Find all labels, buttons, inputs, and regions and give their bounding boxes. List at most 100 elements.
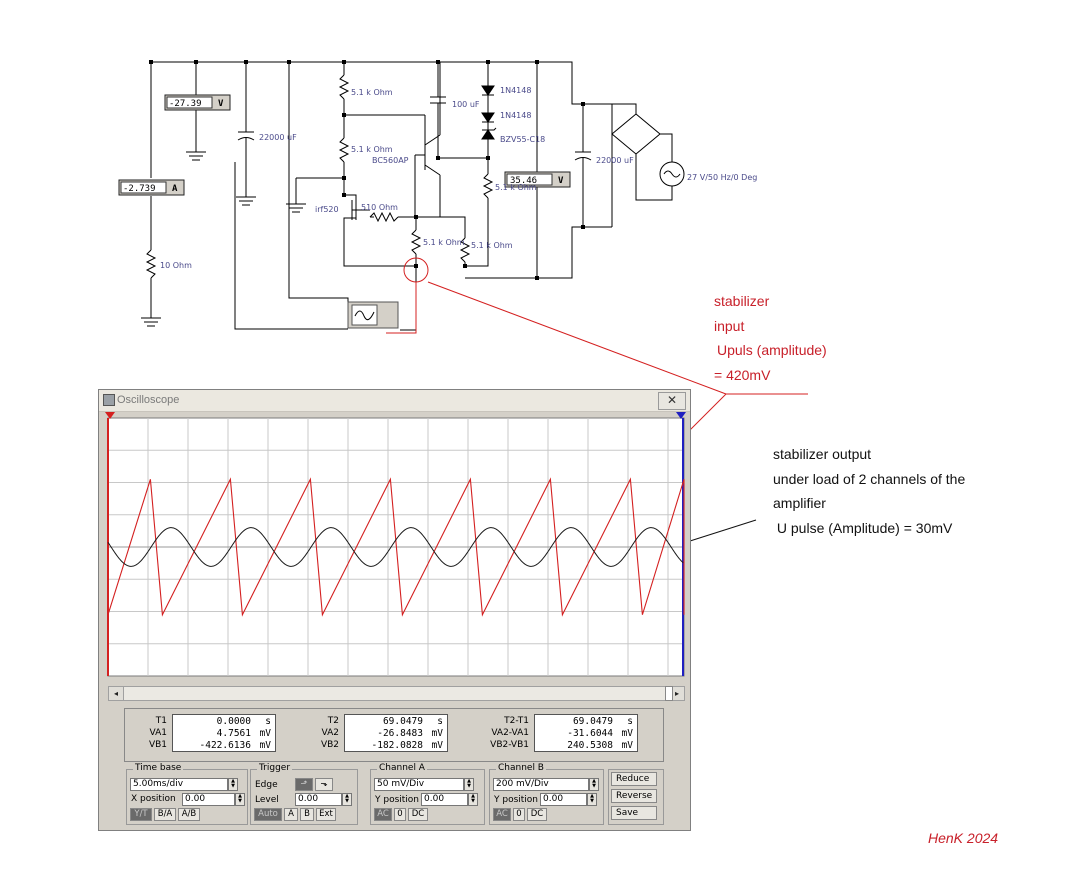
cursor-t2-handle[interactable]	[676, 412, 686, 419]
value-va1: 4.7561	[216, 728, 251, 739]
label-r3: 5.1 k Ohm	[423, 238, 465, 247]
label-zener: BZV55-C18	[500, 135, 545, 144]
label-r4: 5.1 k Ohm	[471, 241, 513, 250]
reverse-button[interactable]: Reverse	[611, 789, 657, 803]
close-button[interactable]: ✕	[658, 392, 686, 410]
scroll-thumb[interactable]	[665, 686, 673, 701]
channel-b-group: Channel B 200 mV/Div ▲▼ Y position 0.00 …	[489, 763, 604, 825]
level-field[interactable]: 0.00	[295, 793, 342, 806]
channel-a-ypos-field[interactable]: 0.00	[421, 793, 468, 806]
label-r-gate: 510 Ohm	[361, 203, 398, 212]
level-spinner[interactable]: ▲▼	[342, 793, 352, 806]
value-va2: -26.8483	[377, 728, 423, 739]
channel-b-ypos-spinner[interactable]: ▲▼	[587, 793, 597, 806]
channel-a-scale-spinner[interactable]: ▲▼	[464, 778, 474, 791]
label-transistor: BC560AP	[372, 156, 409, 165]
value-t1: 0.0000	[216, 716, 251, 727]
trigger-auto-button[interactable]: Auto	[254, 808, 282, 821]
label-vb1: VB1	[148, 740, 167, 750]
annotation-line: stabilizer	[714, 293, 770, 309]
reduce-button[interactable]: Reduce	[611, 772, 657, 786]
label-t2: T2	[327, 716, 339, 726]
label-va2: VA2	[321, 728, 339, 738]
voltmeter-right	[504, 171, 571, 188]
author-credit: HenK 2024	[928, 830, 999, 846]
value-va2-va1: -31.6044	[567, 728, 613, 739]
channel-b-ypos-label: Y position	[494, 795, 539, 805]
annotation-line: Upuls (amplitude)	[717, 342, 827, 358]
xpos-spinner[interactable]: ▲▼	[235, 793, 245, 806]
unit: s	[265, 716, 271, 727]
mode-ab-button[interactable]: A/B	[178, 808, 200, 821]
readout-labels-diff: T2-T1 VA2-VA1 VB2-VB1	[483, 715, 529, 751]
xpos-field[interactable]: 0.00	[182, 793, 235, 806]
save-button[interactable]: Save	[611, 806, 657, 820]
label-va1: VA1	[149, 728, 167, 738]
annotation-line: amplifier	[773, 495, 826, 511]
timebase-title: Time base	[133, 763, 184, 773]
label-cap-left: 22000 uF	[259, 133, 297, 142]
oscilloscope-instrument-icon[interactable]	[347, 301, 399, 329]
oscilloscope-window: Oscilloscope ✕ ◂ ▸ T1 VA1 VB1 0.0	[98, 389, 691, 831]
edge-label: Edge	[255, 780, 278, 790]
timebase-group: Time base 5.00ms/div ▲▼ X position 0.00 …	[126, 763, 248, 825]
ammeter	[118, 179, 185, 196]
unit: mV	[431, 740, 443, 751]
edge-falling-button[interactable]: ⬎	[315, 778, 333, 791]
trigger-b-button[interactable]: B	[300, 808, 314, 821]
trigger-group: Trigger Edge ⬏ ⬎ Level 0.00 ▲▼ Auto A B …	[250, 763, 358, 825]
channel-a-group: Channel A 50 mV/Div ▲▼ Y position 0.00 ▲…	[370, 763, 485, 825]
channel-a-zero-button[interactable]: 0	[394, 808, 406, 821]
channel-b-ac-button[interactable]: AC	[493, 808, 511, 821]
annotation-line: under load of 2 channels of the	[773, 470, 966, 487]
label-d1: 1N4148	[500, 86, 531, 95]
channel-a-dc-button[interactable]: DC	[408, 808, 428, 821]
channel-b-scale-field[interactable]: 200 mV/Div	[493, 778, 589, 791]
label-mosfet: irf520	[315, 205, 339, 214]
voltmeter-left-value: -27.39	[169, 99, 202, 109]
timebase-spinner[interactable]: ▲▼	[228, 778, 238, 791]
label-t1: T1	[155, 716, 167, 726]
voltmeter-left	[164, 94, 231, 111]
annotation-stabilizer-output: stabilizer output under load of 2 channe…	[773, 442, 965, 540]
annotation-line: = 420mV	[714, 366, 771, 383]
channel-b-ypos-field[interactable]: 0.00	[540, 793, 587, 806]
value-vb2: -182.0828	[371, 740, 423, 751]
channel-b-title: Channel B	[496, 763, 546, 773]
readout-values-t1: 0.0000 s 4.7561 mV -422.6136 mV	[172, 714, 276, 752]
label-source: 27 V/50 Hz/0 Deg	[687, 173, 757, 182]
mode-yt-button[interactable]: Y/T	[130, 808, 152, 821]
annotation-stabilizer-input: stabilizer input Upuls (amplitude) = 420…	[714, 289, 827, 387]
unit: mV	[259, 728, 271, 739]
value-vb1: -422.6136	[199, 740, 251, 751]
scroll-left-icon[interactable]: ◂	[109, 687, 124, 700]
horizontal-scrollbar[interactable]: ◂ ▸	[108, 686, 685, 701]
annotation-line: U pulse (Amplitude) = 30mV	[773, 519, 953, 536]
mode-ba-button[interactable]: B/A	[154, 808, 176, 821]
trigger-a-button[interactable]: A	[284, 808, 298, 821]
label-vb2-vb1: VB2-VB1	[490, 740, 529, 750]
label-r2: 5.1 k Ohm	[351, 145, 393, 154]
label-load: 10 Ohm	[160, 261, 192, 270]
readout-labels-t1: T1 VA1 VB1	[129, 715, 167, 751]
channel-b-dc-button[interactable]: DC	[527, 808, 547, 821]
channel-a-ac-button[interactable]: AC	[374, 808, 392, 821]
value-t2-t1: 69.0479	[572, 716, 613, 727]
label-d2: 1N4148	[500, 111, 531, 120]
xpos-label: X position	[131, 794, 176, 804]
edge-rising-button[interactable]: ⬏	[295, 778, 313, 791]
channel-b-zero-button[interactable]: 0	[513, 808, 525, 821]
trigger-ext-button[interactable]: Ext	[316, 808, 336, 821]
unit: mV	[259, 740, 271, 751]
channel-a-ypos-label: Y position	[375, 795, 420, 805]
label-cap-mid: 100 uF	[452, 100, 480, 109]
unit: mV	[431, 728, 443, 739]
channel-b-scale-spinner[interactable]: ▲▼	[589, 778, 599, 791]
channel-a-scale-field[interactable]: 50 mV/Div	[374, 778, 464, 791]
title-bar[interactable]: Oscilloscope ✕	[99, 390, 690, 412]
timebase-scale-field[interactable]: 5.00ms/div	[130, 778, 228, 791]
channel-a-ypos-spinner[interactable]: ▲▼	[468, 793, 478, 806]
cursor-t1-handle[interactable]	[105, 412, 115, 419]
scope-screen	[105, 412, 686, 680]
